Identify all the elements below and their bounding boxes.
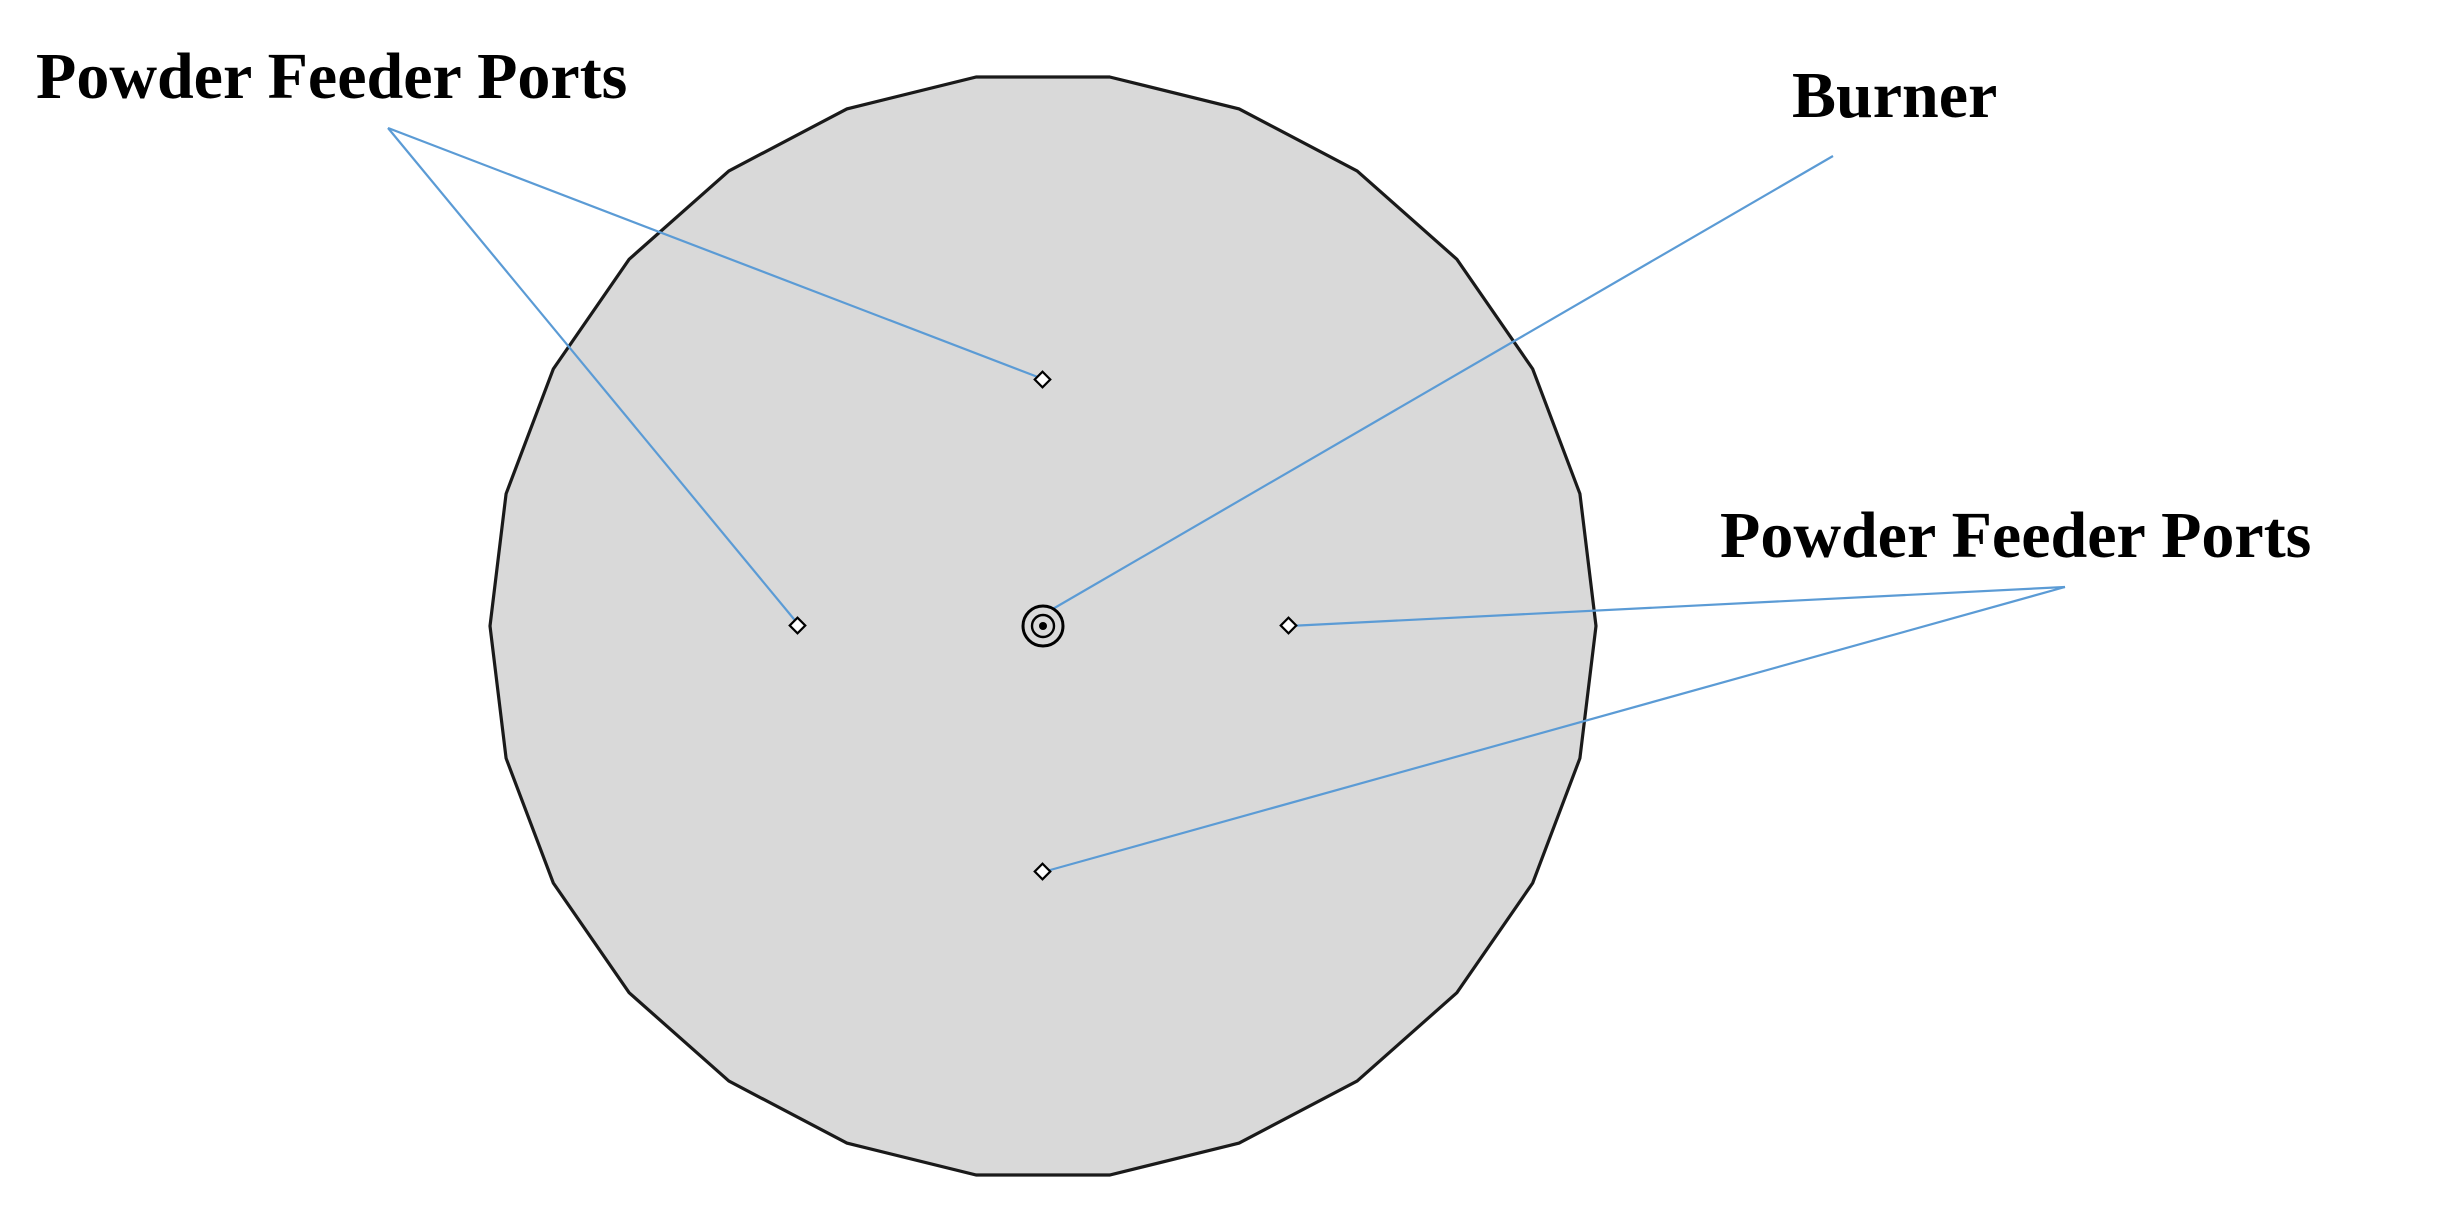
burner [1021,604,1065,648]
leader-line-top-port [387,126,1044,381]
label-powder-feeder-ports-right: Powder Feeder Ports [1720,499,2311,572]
powder-feeder-port-left [788,616,807,635]
label-powder-feeder-ports-top: Powder Feeder Ports [36,40,627,113]
leader-line-right-port [1288,585,2066,628]
leader-line-bottom-port [1042,585,2066,874]
leader-line-burner [1050,155,1834,611]
powder-feeder-port-top [1033,370,1052,389]
powder-feeder-ports [788,370,1298,881]
powder-feeder-port-right [1279,616,1298,635]
burner-core [1039,622,1047,630]
label-burner: Burner [1792,59,1997,132]
leader-line-left-port [387,127,799,625]
powder-feeder-port-bottom [1033,862,1052,881]
leader-lines [387,126,2066,874]
